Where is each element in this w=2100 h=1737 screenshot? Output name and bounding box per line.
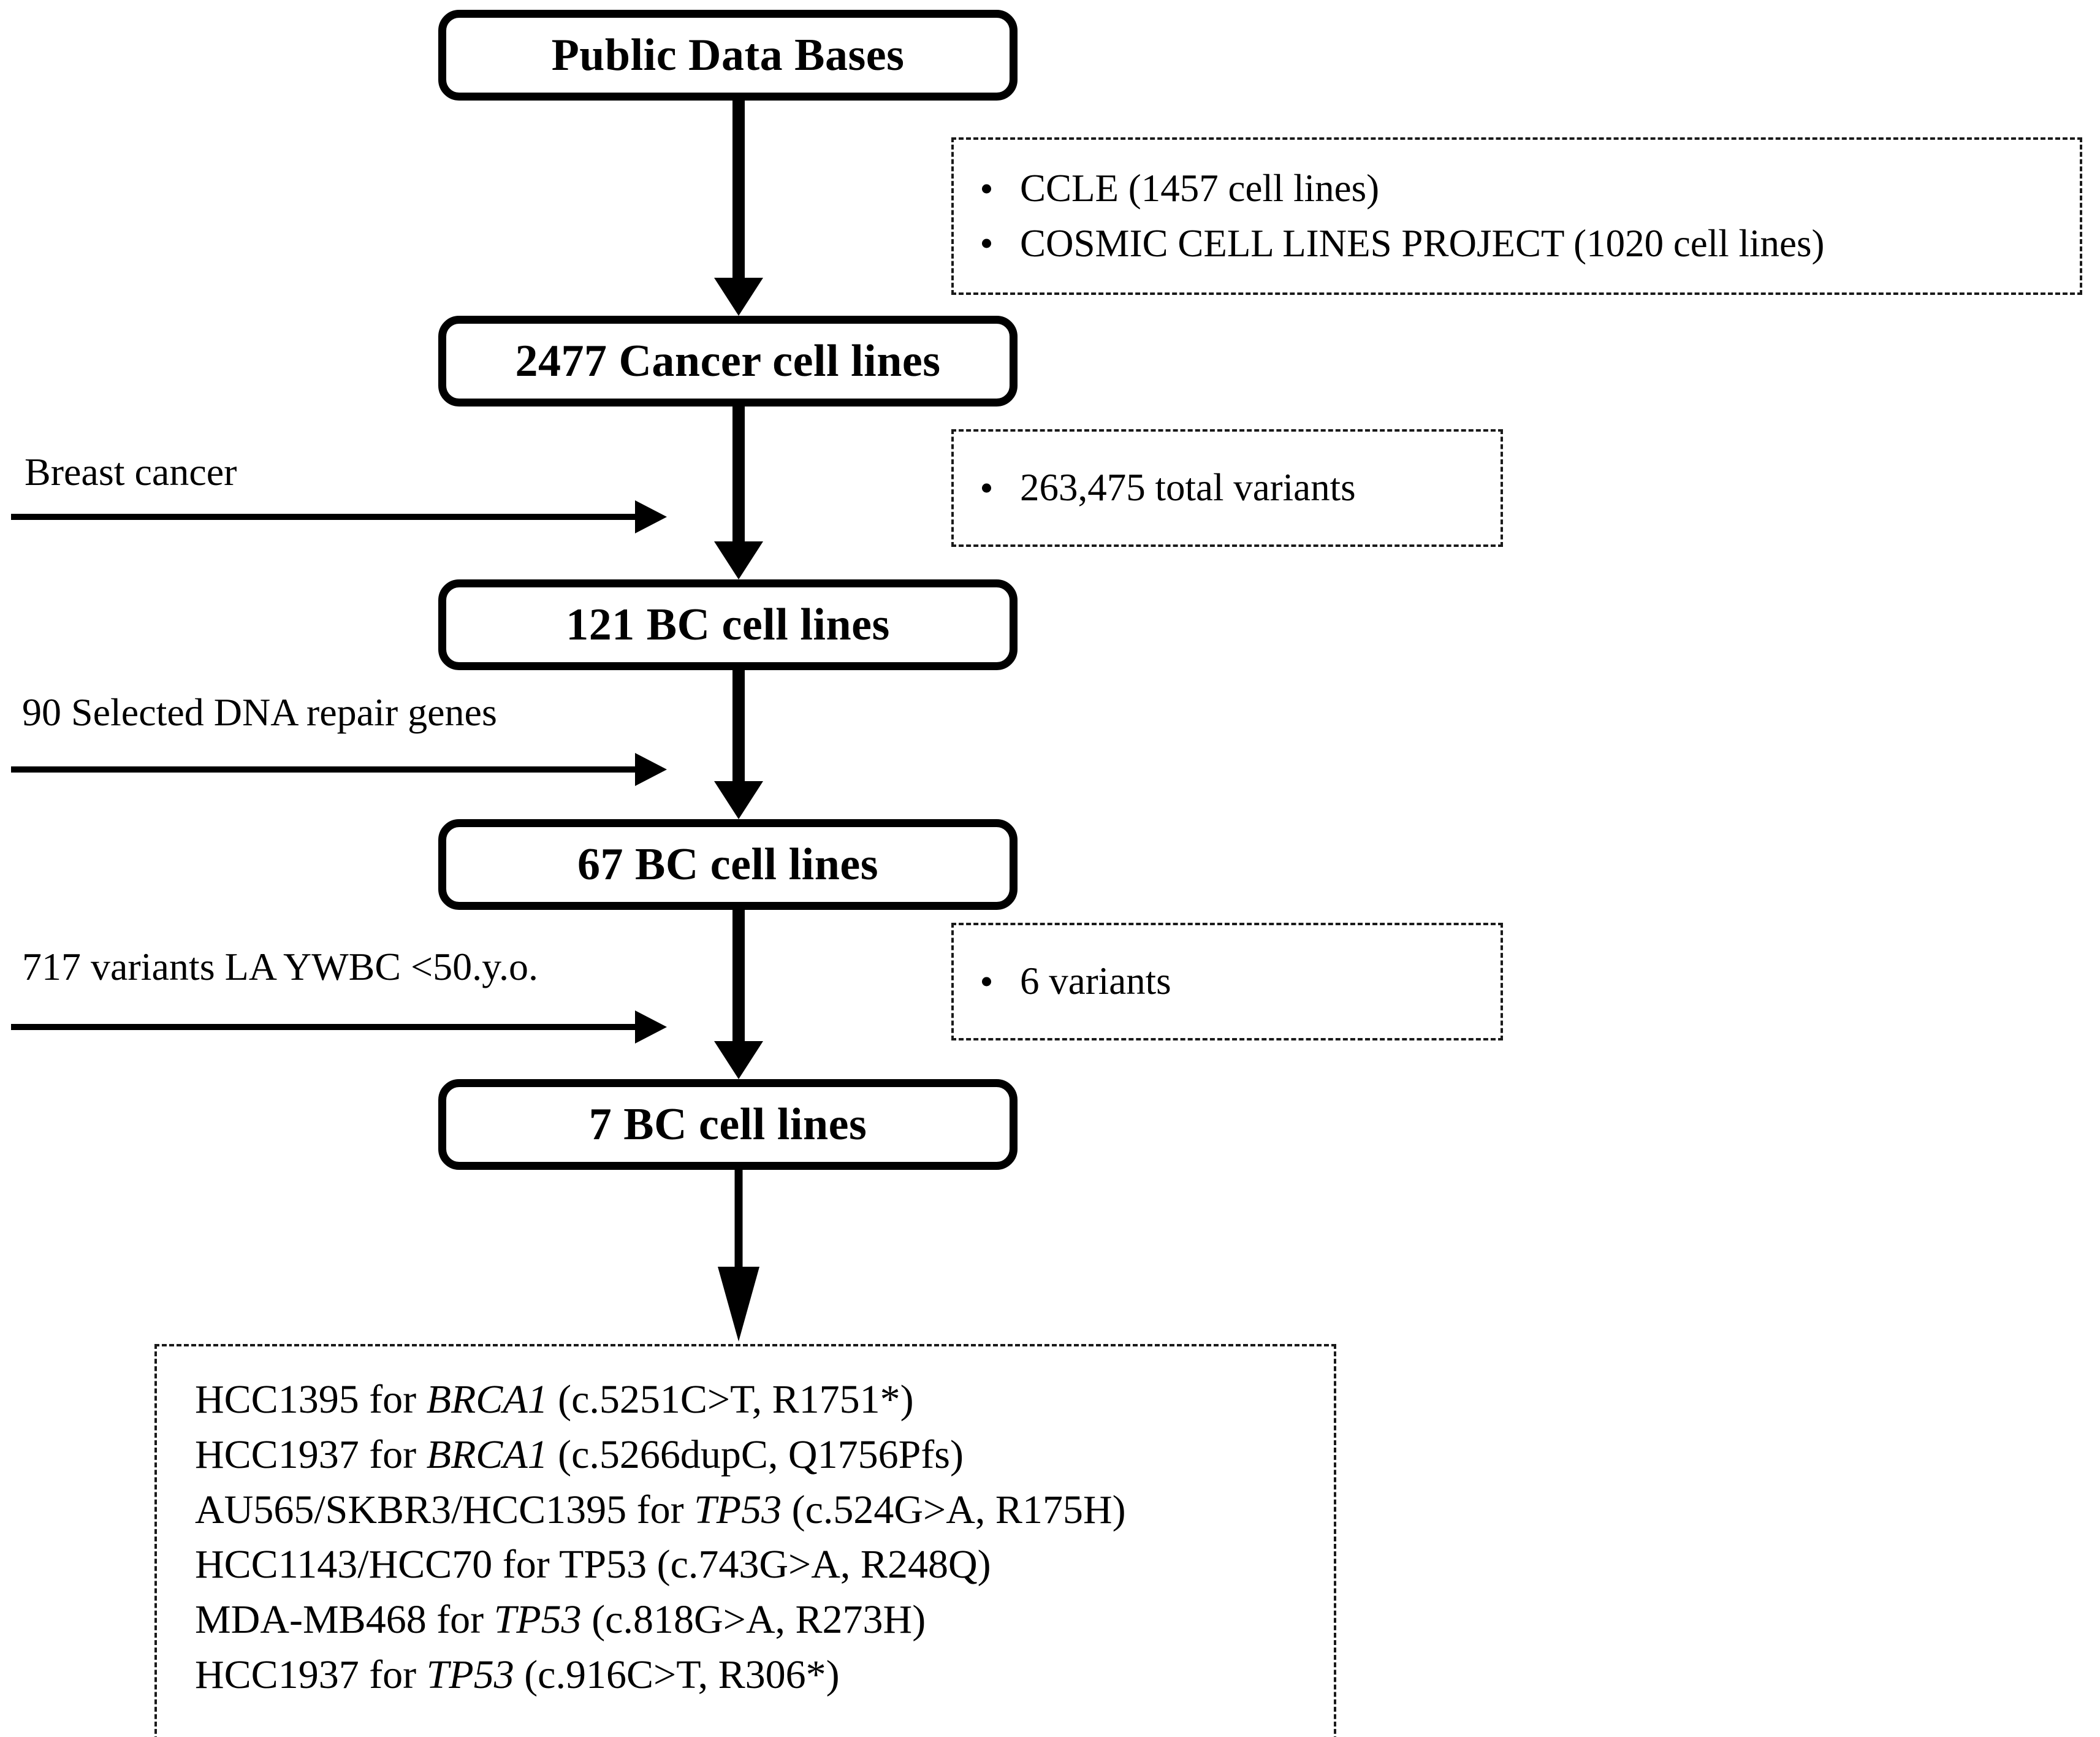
result-variant: (c.743G>A, R248Q) xyxy=(647,1542,991,1587)
connector-arrowhead xyxy=(714,278,763,316)
result-cell-lines: HCC1937 for xyxy=(195,1432,427,1477)
result-line: HCC1143/HCC70 for TP53 (c.743G>A, R248Q) xyxy=(195,1537,1334,1592)
result-gene: TP53 xyxy=(694,1487,782,1532)
result-cell-lines: HCC1937 for xyxy=(195,1652,427,1697)
connector-stem xyxy=(734,1170,743,1267)
result-cell-lines: MDA-MB468 for xyxy=(195,1597,494,1642)
filter-dna-repair-genes-label: 90 Selected DNA repair genes xyxy=(22,693,497,732)
annotation-final-variants: 6 variants xyxy=(951,923,1503,1040)
filter-label-text: Breast cancer xyxy=(25,450,237,494)
node-67-bc-cell-lines: 67 BC cell lines xyxy=(438,819,1018,910)
filter-variants-ywbc-label: 717 variants LA YWBC <50.y.o. xyxy=(22,947,538,987)
arrow-shaft xyxy=(11,766,635,773)
node-121-bc-cell-lines-label: 121 BC cell lines xyxy=(566,600,890,650)
arrow-shaft xyxy=(11,1024,635,1030)
bullet-dot-icon xyxy=(982,977,991,987)
annotation-sources-list: CCLE (1457 cell lines) COSMIC CELL LINES… xyxy=(954,140,2080,292)
filter-label-text: 717 variants LA YWBC <50.y.o. xyxy=(22,945,538,988)
connector-stem xyxy=(732,910,745,1041)
annotation-total-variants-list: 263,475 total variants xyxy=(954,432,1501,544)
result-gene: TP53 xyxy=(426,1652,514,1697)
node-7-bc-cell-lines-label: 7 BC cell lines xyxy=(588,1099,867,1150)
list-item: 263,475 total variants xyxy=(954,460,1501,515)
connector-arrowhead xyxy=(718,1267,759,1342)
annotation-sources: CCLE (1457 cell lines) COSMIC CELL LINES… xyxy=(951,137,2082,295)
annotation-total-variants: 263,475 total variants xyxy=(951,429,1503,547)
bullet-dot-icon xyxy=(982,184,991,194)
result-cell-lines: HCC1395 for xyxy=(195,1377,427,1422)
result-line: HCC1937 for BRCA1 (c.5266dupC, Q1756Pfs) xyxy=(195,1427,1334,1483)
result-line: AU565/SKBR3/HCC1395 for TP53 (c.524G>A, … xyxy=(195,1483,1334,1538)
arrow-head-icon xyxy=(635,500,667,533)
node-public-data-bases-label: Public Data Bases xyxy=(551,30,905,80)
list-item-label: COSMIC CELL LINES PROJECT (1020 cell lin… xyxy=(1020,221,1825,265)
list-item: CCLE (1457 cell lines) xyxy=(954,161,2080,216)
result-variant: (c.916C>T, R306*) xyxy=(514,1652,840,1697)
result-variant: (c.818G>A, R273H) xyxy=(581,1597,926,1642)
result-gene: TP53 xyxy=(559,1542,647,1587)
node-2477-cancer-cell-lines: 2477 Cancer cell lines xyxy=(438,316,1018,407)
list-item: COSMIC CELL LINES PROJECT (1020 cell lin… xyxy=(954,216,2080,271)
bullet-dot-icon xyxy=(982,239,991,248)
node-2477-cancer-cell-lines-label: 2477 Cancer cell lines xyxy=(515,336,941,386)
result-cell-lines: HCC1143/HCC70 for xyxy=(195,1542,560,1587)
connector-bc7-to-results xyxy=(714,1170,763,1342)
connector-arrowhead xyxy=(714,541,763,579)
arrow-shaft xyxy=(11,514,635,520)
list-item-label: 6 variants xyxy=(1020,960,1171,1003)
connector-arrowhead xyxy=(714,1041,763,1079)
arrow-head-icon xyxy=(635,753,667,786)
filter-breast-cancer-label: Breast cancer xyxy=(25,452,237,492)
bullet-dot-icon xyxy=(982,483,991,493)
result-line: MDA-MB468 for TP53 (c.818G>A, R273H) xyxy=(195,1592,1334,1647)
connector-stem xyxy=(732,101,745,278)
connector-stem xyxy=(732,407,745,541)
connector-bc67-to-bc7 xyxy=(714,910,763,1079)
result-variant: (c.524G>A, R175H) xyxy=(782,1487,1126,1532)
list-item-label: 263,475 total variants xyxy=(1020,466,1356,510)
node-121-bc-cell-lines: 121 BC cell lines xyxy=(438,579,1018,670)
result-variant: (c.5251C>T, R1751*) xyxy=(547,1377,914,1422)
result-line: HCC1937 for TP53 (c.916C>T, R306*) xyxy=(195,1647,1334,1703)
filter-label-text: 90 Selected DNA repair genes xyxy=(22,690,497,734)
node-public-data-bases: Public Data Bases xyxy=(438,10,1018,101)
result-gene: TP53 xyxy=(493,1597,582,1642)
connector-stem xyxy=(732,670,745,781)
node-67-bc-cell-lines-label: 67 BC cell lines xyxy=(577,839,879,890)
connector-databases-to-cancer-lines xyxy=(714,101,763,316)
result-variant: (c.5266dupC, Q1756Pfs) xyxy=(547,1432,964,1477)
connector-bc121-to-bc67 xyxy=(714,670,763,819)
list-item: 6 variants xyxy=(954,954,1501,1009)
result-gene: BRCA1 xyxy=(426,1377,548,1422)
connector-arrowhead xyxy=(714,781,763,819)
node-7-bc-cell-lines: 7 BC cell lines xyxy=(438,1079,1018,1170)
annotation-final-variants-list: 6 variants xyxy=(954,925,1501,1038)
connector-cancer-lines-to-bc121 xyxy=(714,407,763,579)
result-gene: BRCA1 xyxy=(426,1432,548,1477)
list-item-label: CCLE (1457 cell lines) xyxy=(1020,167,1380,210)
result-cell-lines: AU565/SKBR3/HCC1395 for xyxy=(195,1487,694,1532)
result-line: HCC1395 for BRCA1 (c.5251C>T, R1751*) xyxy=(195,1372,1334,1427)
arrow-head-icon xyxy=(635,1010,667,1044)
results-panel: HCC1395 for BRCA1 (c.5251C>T, R1751*) HC… xyxy=(154,1344,1336,1737)
